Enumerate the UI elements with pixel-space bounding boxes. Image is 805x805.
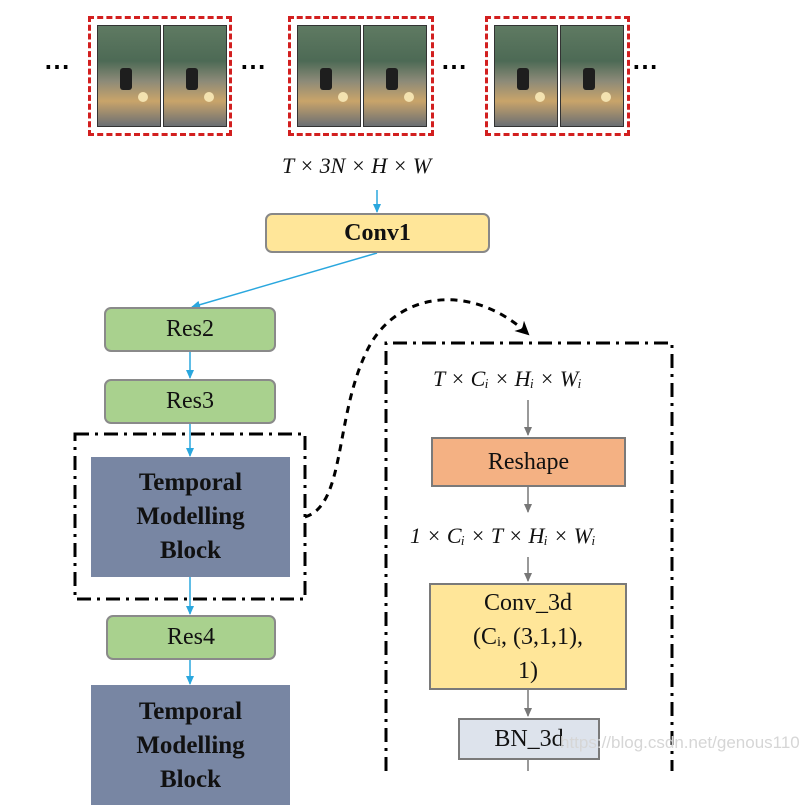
tmb1-line-1: Temporal — [138, 469, 243, 496]
tmb1-line-3: Block — [159, 537, 222, 564]
conv3d-line-2: (Cᵢ, (3,1,1), — [473, 623, 583, 650]
reshape-block: Reshape — [431, 437, 626, 487]
ellipsis-1: ⋯ — [44, 52, 72, 81]
conv3d-line-1: Conv_3d — [483, 589, 572, 616]
res4-block: Res4 — [106, 615, 276, 660]
res2-block: Res2 — [104, 307, 276, 352]
tmb1-line-2: Modelling — [136, 503, 245, 530]
detail-panel-outline — [384, 341, 674, 771]
expansion-curve-arrow — [304, 298, 530, 519]
video-frame — [363, 25, 427, 127]
video-frame — [97, 25, 161, 127]
detail-reshaped-dims: 1 × Cᵢ × T × Hᵢ × Wᵢ — [410, 523, 596, 548]
conv1-block: Conv1 — [265, 213, 490, 253]
ellipsis-3: ⋯ — [441, 52, 469, 81]
res3-block: Res3 — [104, 379, 276, 424]
video-frame — [163, 25, 227, 127]
bn3d-block: BN_3d — [458, 718, 600, 760]
video-frame — [494, 25, 558, 127]
conv3d-block: Conv_3d (Cᵢ, (3,1,1), 1) — [429, 583, 627, 690]
ellipsis-4: ⋯ — [632, 52, 660, 81]
tmb2-line-1: Temporal — [138, 698, 243, 725]
tmb2-line-3: Block — [159, 766, 222, 793]
temporal-modelling-block-2: Temporal Modelling Block — [91, 685, 290, 805]
frame-group-3 — [485, 16, 630, 136]
arrow-conv1-to-res2 — [191, 252, 378, 309]
input-dims-label: T × 3N × H × W — [282, 153, 432, 178]
conv3d-line-3: 1) — [517, 657, 538, 684]
tmb2-line-2: Modelling — [136, 732, 245, 759]
detail-input-dims: T × Cᵢ × Hᵢ × Wᵢ — [433, 366, 582, 391]
temporal-modelling-block-1: Temporal Modelling Block — [91, 457, 290, 577]
video-frame — [297, 25, 361, 127]
frame-group-2 — [288, 16, 434, 136]
diagram-canvas — [73, 190, 674, 771]
ellipsis-2: ⋯ — [240, 52, 268, 81]
frame-group-1 — [88, 16, 232, 136]
video-frame — [560, 25, 624, 127]
watermark-text: https://blog.csdn.net/genous110 — [560, 733, 800, 752]
